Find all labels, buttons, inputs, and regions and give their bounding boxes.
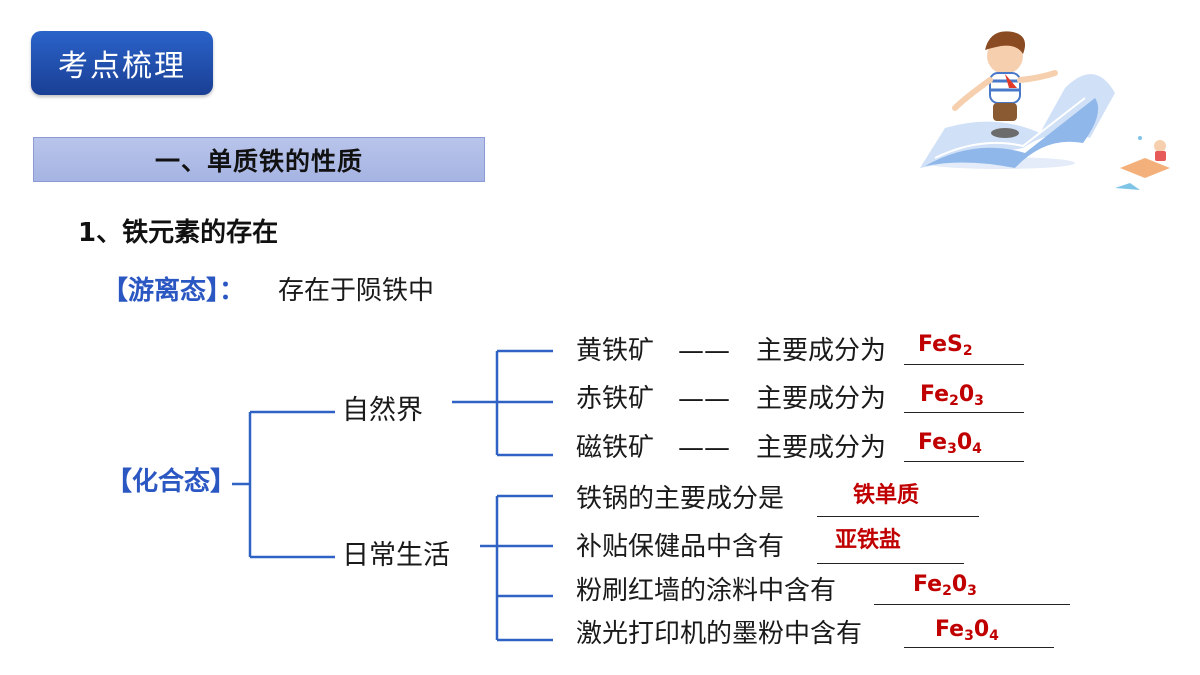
child-on-book-illustration — [920, 31, 1170, 190]
blank-underline — [904, 364, 1024, 365]
daily-life-label: 日常生活 — [342, 540, 450, 571]
mineral-name: 黄铁矿 — [576, 336, 655, 366]
item-text: 补贴保健品中含有 — [576, 532, 785, 562]
answer-text: 亚铁盐 — [835, 528, 902, 553]
item-text: 铁锅的主要成分是 — [576, 484, 785, 514]
mineral-name: 赤铁矿 — [576, 384, 655, 414]
item-desc: 主要成分为 — [756, 384, 887, 414]
nature-label: 自然界 — [342, 395, 423, 426]
item-text: 粉刷红墙的涂料中含有 — [576, 576, 837, 606]
answer-text: FeS2 — [918, 332, 973, 359]
answer-text: Fe203 — [913, 572, 977, 599]
section-title: 一、单质铁的性质 — [33, 137, 485, 182]
dash: —— — [678, 336, 730, 366]
subsection-title: 1、铁元素的存在 — [78, 218, 279, 248]
item-desc: 主要成分为 — [756, 433, 887, 463]
answer-text: Fe203 — [920, 382, 984, 409]
answer-text: 铁单质 — [853, 483, 920, 508]
answer-text: Fe304 — [918, 430, 982, 457]
dash: —— — [678, 433, 730, 463]
blank-underline — [904, 461, 1024, 462]
combined-state-label: 【化合态】 — [106, 467, 237, 497]
blank-underline — [874, 604, 1070, 605]
blank-underline — [904, 412, 1024, 413]
blank-underline — [817, 516, 979, 517]
blank-underline — [904, 647, 1054, 648]
topic-badge: 考点梳理 — [31, 31, 213, 95]
item-text: 激光打印机的墨粉中含有 — [576, 619, 863, 649]
item-desc: 主要成分为 — [756, 336, 887, 366]
mineral-name: 磁铁矿 — [576, 433, 655, 463]
free-state-label: 【游离态】： — [102, 276, 246, 306]
dash: —— — [678, 384, 730, 414]
blank-underline — [817, 563, 964, 564]
free-state-text: 存在于陨铁中 — [278, 276, 435, 306]
answer-text: Fe304 — [935, 617, 999, 644]
